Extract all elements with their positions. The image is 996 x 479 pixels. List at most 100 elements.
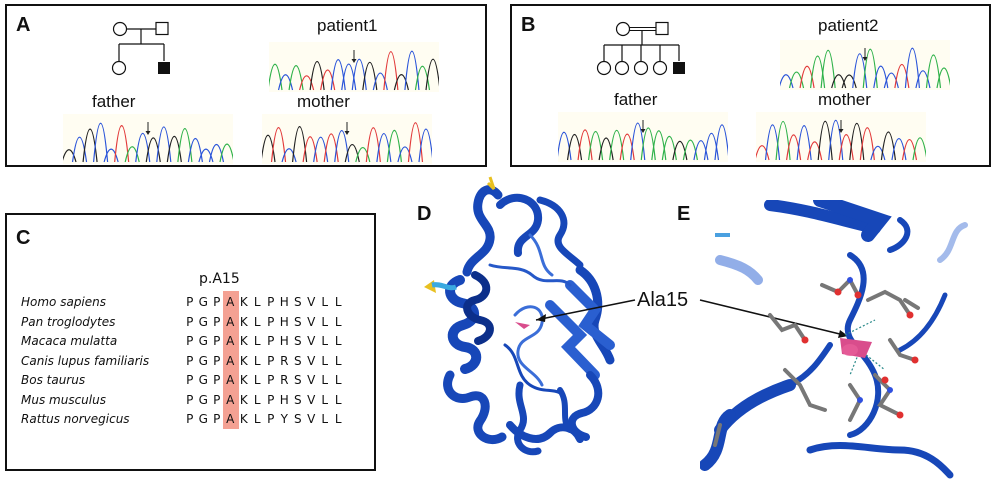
trace-peak: [870, 145, 886, 161]
pedigree-mother-b: [615, 21, 631, 37]
ala15-site-d: [515, 322, 530, 329]
residue: L: [334, 295, 342, 309]
panel-b: B patient2 father mother: [510, 4, 991, 167]
pedigree-mother-a: [112, 21, 128, 37]
protein-structure-d: [424, 176, 615, 456]
trace-peak: [883, 72, 899, 89]
pedigree-b: [596, 21, 685, 76]
residue: P: [186, 334, 194, 348]
residue: P: [213, 295, 221, 309]
chromatogram-trace: [558, 112, 728, 162]
trace-peak: [219, 143, 233, 163]
conservation-highlight: [223, 291, 239, 429]
chromatogram-mother-b: [756, 112, 926, 162]
trace-peak: [841, 74, 857, 89]
residue: L: [321, 373, 329, 387]
trace-peak: [558, 131, 572, 161]
residue: L: [253, 412, 261, 426]
mother-title-a: mother: [297, 92, 350, 111]
residue: L: [321, 314, 329, 329]
residue: K: [239, 412, 248, 426]
trace-peak: [714, 124, 728, 161]
residue: P: [186, 373, 194, 387]
trace-peak: [682, 139, 698, 161]
panel-e-label: E: [677, 203, 691, 225]
residue: V: [307, 373, 316, 387]
trace-peak: [693, 140, 709, 161]
residue: L: [253, 353, 261, 368]
residue: H: [279, 334, 289, 348]
residue: K: [239, 295, 248, 309]
trace-peak: [334, 129, 350, 163]
chromatogram-patient1: [269, 42, 439, 92]
chromatogram-trace: [269, 42, 439, 92]
trace-peak: [383, 51, 399, 91]
residue: H: [279, 295, 289, 309]
trace-peak: [901, 138, 918, 161]
residue: P: [213, 314, 221, 329]
residue: L: [334, 392, 342, 407]
trace-peak: [619, 133, 635, 161]
trace-peak: [788, 71, 805, 89]
residue: K: [239, 314, 248, 329]
residue: L: [334, 353, 342, 368]
residue: H: [279, 392, 289, 407]
trace-peak: [838, 134, 854, 161]
residue: A: [226, 295, 235, 309]
residue: L: [253, 373, 261, 387]
residue: R: [280, 373, 289, 387]
residue: L: [321, 392, 329, 407]
trace-peak: [780, 74, 794, 89]
pedigree-father-a: [155, 21, 169, 36]
residue: G: [198, 392, 208, 407]
trace-peak: [145, 137, 161, 163]
trace-peak: [799, 65, 815, 89]
residue: P: [267, 373, 275, 387]
residue: S: [293, 295, 302, 309]
trace-peak: [414, 65, 431, 91]
trace-peak: [323, 133, 339, 163]
residue: A: [226, 334, 235, 348]
trace-peak: [320, 69, 336, 91]
trace-peak: [63, 149, 77, 163]
trace-peak: [124, 146, 140, 163]
species-name: Mus musculus: [21, 392, 106, 407]
residue: S: [293, 314, 302, 329]
residue: L: [321, 295, 329, 309]
residue: G: [198, 334, 208, 348]
residue: G: [198, 314, 208, 329]
trace-peak: [344, 143, 360, 163]
residue: L: [321, 353, 329, 368]
residue: L: [253, 392, 261, 407]
chromatogram-patient2: [780, 40, 950, 90]
ala15-annotation: Ala15: [637, 289, 689, 311]
residue: S: [293, 392, 302, 407]
residue: L: [253, 334, 261, 348]
residue: P: [186, 295, 194, 309]
pedigree-affected-son-a: [158, 62, 170, 74]
trace-peak: [270, 127, 287, 163]
residue: P: [267, 353, 275, 368]
trace-peak: [281, 148, 297, 163]
trace-peak: [891, 137, 907, 161]
trace-peak: [810, 55, 826, 89]
trace-peak: [915, 70, 931, 89]
trace-peak: [820, 50, 836, 89]
residue: A: [226, 392, 235, 407]
trace-peak: [936, 67, 950, 89]
trace-peak: [397, 146, 413, 163]
residue: V: [307, 334, 316, 348]
residue: G: [198, 373, 208, 387]
residue: P: [213, 373, 221, 387]
chromatogram-mother-a: [262, 114, 432, 164]
residue: V: [307, 295, 316, 309]
trace-peak: [198, 148, 214, 163]
residue: G: [198, 412, 208, 426]
residue: A: [226, 314, 235, 329]
trace-peak: [82, 128, 98, 163]
trace-peak: [355, 146, 371, 163]
